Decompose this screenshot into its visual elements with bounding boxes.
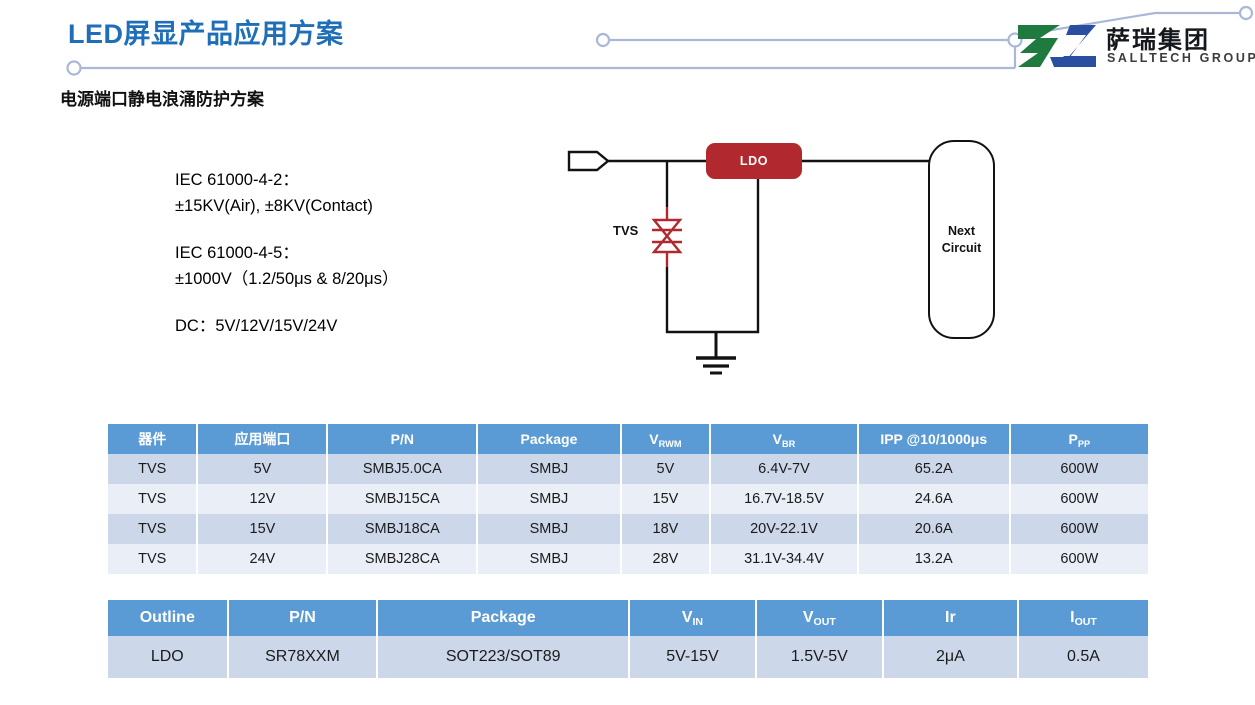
col-header-vin: VIN [629,600,757,636]
company-logo: 萨瑞集团 SALLTECH GROUP [1014,22,1255,70]
table-cell: 6.4V-7V [710,454,859,484]
spec-paragraph-iec-4-5: IEC 61000-4-5： ±1000V（1.2/50μs & 8/20μs） [175,241,505,292]
table-cell: 28V [620,544,712,574]
spec-line: IEC 61000-4-5： [175,244,299,263]
col-header-package: Package [377,600,631,636]
spec-line: ±15KV(Air), ±8KV(Contact) [175,196,373,215]
table-cell: 18V [620,514,712,544]
table-cell: 600W [1009,484,1148,514]
table-cell: 600W [1009,454,1148,484]
table-cell: LDO [108,636,229,678]
table-cell: 24.6A [857,484,1011,514]
table-cell: TVS [108,544,199,574]
table-cell: SMBJ [477,454,622,484]
table-cell: TVS [108,484,199,514]
spec-line: IEC 61000-4-2： [175,171,299,189]
table-cell: 5V [620,454,712,484]
table-cell: 20V-22.1V [710,514,859,544]
table-cell: 20.6A [857,514,1011,544]
table-cell: 15V [197,514,329,544]
table-cell: TVS [108,514,199,544]
table-cell: 15V [620,484,712,514]
next-circuit-block: Next Circuit [928,140,995,339]
table-cell: 31.1V-34.4V [710,544,859,574]
page-title: LED屏显产品应用方案 [68,19,344,49]
table-cell: 600W [1009,514,1148,544]
ground-symbol-icon [696,332,736,375]
salltech-logo-mark [1018,25,1096,67]
circuit-diagram: LDO Next Circuit TVS [540,125,1030,395]
spec-line: DC：5V/12V/15V/24V [175,317,338,336]
col-header-ppp: PPP [1009,424,1148,454]
table-cell: TVS [108,454,199,484]
table-cell: 2μA [882,636,1019,678]
table-cell: SR78XXM [227,636,379,678]
col-header-device: 器件 [108,424,199,454]
table-cell: SMBJ28CA [327,544,479,574]
col-header-pn: P/N [327,424,479,454]
ldo-block-label: LDO [739,154,769,168]
table-cell: SMBJ15CA [327,484,479,514]
col-header-app-port: 应用端口 [197,424,329,454]
tvs-spec-table: 器件 应用端口 P/N Package VRWM VBR IPP @10/100… [108,424,1148,574]
col-header-package: Package [477,424,622,454]
col-header-pn: P/N [227,600,379,636]
table-cell: 0.5A [1017,636,1148,678]
col-header-vout: VOUT [755,600,884,636]
logo-english-name: SALLTECH GROUP [1107,51,1255,65]
circuit-wires [567,150,930,375]
tvs-label: TVS [613,223,639,238]
table-header-row: Outline P/N Package VIN VOUT Ir IOUT [108,600,1148,636]
table-cell: 13.2A [857,544,1011,574]
ldo-block: LDO [706,143,802,179]
col-header-vbr: VBR [710,424,859,454]
ldo-spec-table: Outline P/N Package VIN VOUT Ir IOUT LDO… [108,600,1148,678]
table-cell: 1.5V-5V [755,636,884,678]
tvs-diode-icon [651,207,683,267]
spec-line: ±1000V（1.2/50μs & 8/20μs） [175,269,399,288]
table-cell: 65.2A [857,454,1011,484]
col-header-iout: IOUT [1017,600,1148,636]
table-cell: 16.7V-18.5V [710,484,859,514]
table-cell: 5V [197,454,329,484]
spec-paragraph-iec-4-2: IEC 61000-4-2： ±15KV(Air), ±8KV(Contact) [175,168,505,219]
logo-chinese-name: 萨瑞集团 [1106,26,1210,54]
col-header-ipp: IPP @10/1000μs [857,424,1011,454]
table-cell: 12V [197,484,329,514]
table-cell: SMBJ5.0CA [327,454,479,484]
table-cell: SMBJ [477,514,622,544]
spec-text-block: IEC 61000-4-2： ±15KV(Air), ±8KV(Contact)… [175,168,505,340]
table-cell: 24V [197,544,329,574]
table-cell: 600W [1009,544,1148,574]
spec-paragraph-dc: DC：5V/12V/15V/24V [175,314,505,340]
table-cell: 5V-15V [629,636,757,678]
col-header-ir: Ir [882,600,1019,636]
col-header-outline: Outline [108,600,229,636]
col-header-vrwm: VRWM [620,424,712,454]
table-cell: SOT223/SOT89 [377,636,631,678]
input-terminal-icon [567,150,610,172]
next-circuit-label-line2: Circuit [941,240,982,255]
table-cell: SMBJ [477,484,622,514]
section-subtitle: 电源端口静电浪涌防护方案 [60,90,264,109]
table-header-row: 器件 应用端口 P/N Package VRWM VBR IPP @10/100… [108,424,1148,454]
table-cell: SMBJ [477,544,622,574]
table-cell: SMBJ18CA [327,514,479,544]
next-circuit-label-line1: Next [947,223,976,238]
